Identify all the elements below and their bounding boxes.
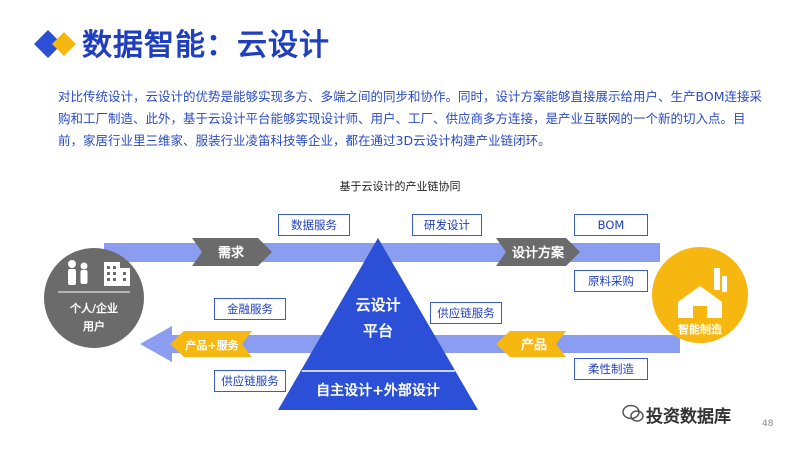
- wechat-icon: [622, 404, 644, 422]
- box-finance-service: 金融服务: [214, 298, 286, 320]
- box-supply-chain-right: 供应链服务: [430, 302, 502, 324]
- product-label: 产品: [521, 337, 547, 353]
- platform-base-label: 自主设计+外部设计: [316, 382, 440, 399]
- logo-diamonds: [34, 30, 76, 58]
- demand-label: 需求: [218, 245, 245, 261]
- watermark-text: 投资数据库: [646, 407, 731, 427]
- page-number: 48: [762, 419, 774, 429]
- product-service-label: 产品+服务: [185, 338, 239, 352]
- box-bom: BOM: [574, 214, 648, 236]
- product-service-arrow: [170, 331, 252, 357]
- box-material-purchase: 原料采购: [574, 270, 648, 292]
- product-arrow: [496, 331, 566, 357]
- factory-icon: [678, 268, 727, 318]
- demand-arrow: [192, 238, 272, 266]
- diagram-caption: 基于云设计的产业链协同: [339, 180, 461, 193]
- box-rd-design: 研发设计: [412, 214, 482, 236]
- user-node: [44, 248, 144, 348]
- user-node-line1: 个人/企业: [69, 301, 118, 315]
- platform-line2: 平台: [363, 322, 393, 340]
- user-node-line2: 用户: [83, 319, 105, 333]
- box-flexible-manufacturing: 柔性制造: [574, 358, 648, 380]
- design-plan-label: 设计方案: [512, 245, 565, 261]
- factory-node-label: 智能制造: [678, 322, 723, 336]
- box-data-service: 数据服务: [278, 214, 350, 236]
- design-plan-arrow: [496, 238, 580, 266]
- box-supply-chain-left: 供应链服务: [214, 370, 286, 392]
- page-title: 数据智能：云设计: [82, 28, 330, 63]
- platform-triangle: [278, 238, 478, 410]
- bottom-track-arrowhead: [140, 326, 172, 362]
- page-description: 对比传统设计，云设计的优势是能够实现多方、多端之间的同步和协作。同时，设计方案能…: [58, 89, 762, 148]
- platform-line1: 云设计: [355, 296, 400, 314]
- people-icon: [68, 260, 88, 285]
